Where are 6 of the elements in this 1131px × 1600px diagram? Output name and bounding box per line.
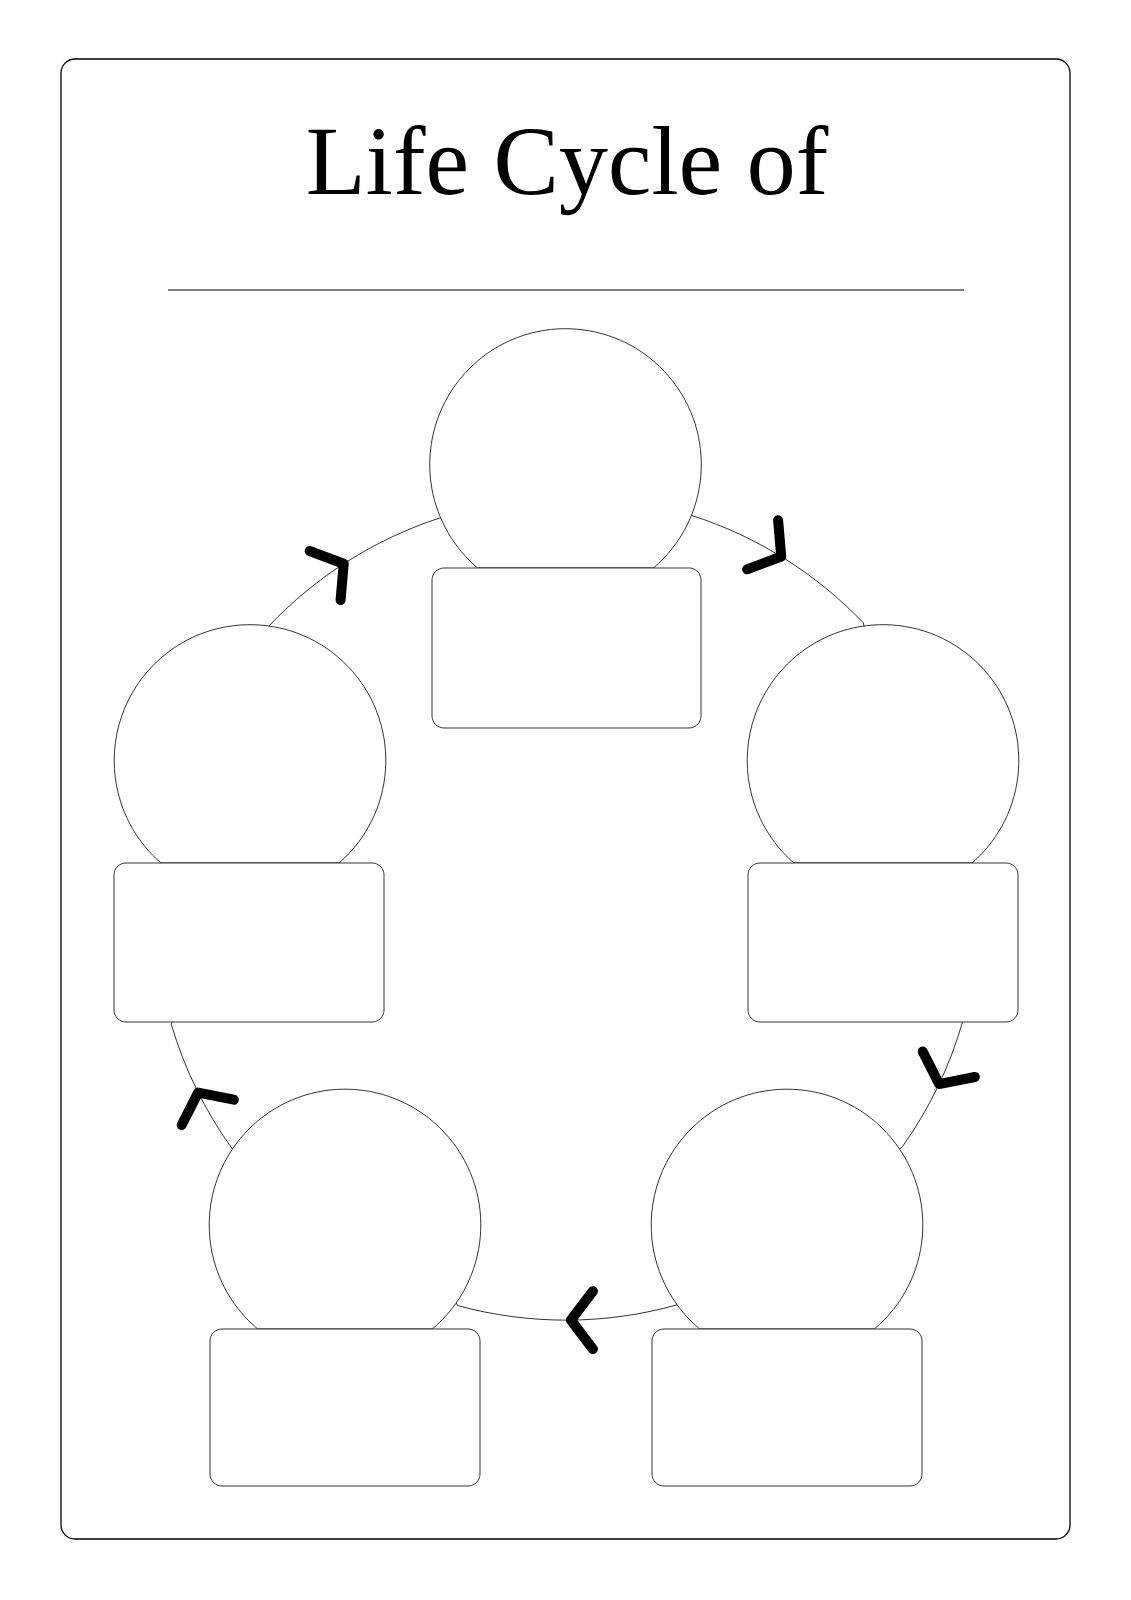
answer-box: [747, 862, 1019, 1023]
answer-box: [209, 1328, 481, 1487]
answer-box: [431, 567, 702, 729]
answer-box: [113, 862, 385, 1023]
answer-box: [651, 1328, 923, 1487]
title: Life Cycle of: [308, 125, 829, 216]
